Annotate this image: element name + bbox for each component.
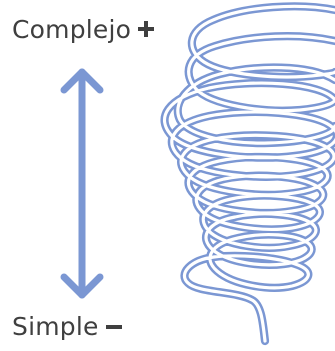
simple-label: Simple xyxy=(12,314,123,339)
double-headed-vertical-arrow-icon xyxy=(60,68,104,299)
complex-label-text: Complejo xyxy=(12,15,132,44)
minus-icon xyxy=(105,314,123,339)
complex-label: Complejo xyxy=(12,17,155,42)
plus-icon xyxy=(137,17,155,42)
tornado-spiral-icon xyxy=(160,2,335,346)
simple-label-text: Simple xyxy=(12,312,99,341)
